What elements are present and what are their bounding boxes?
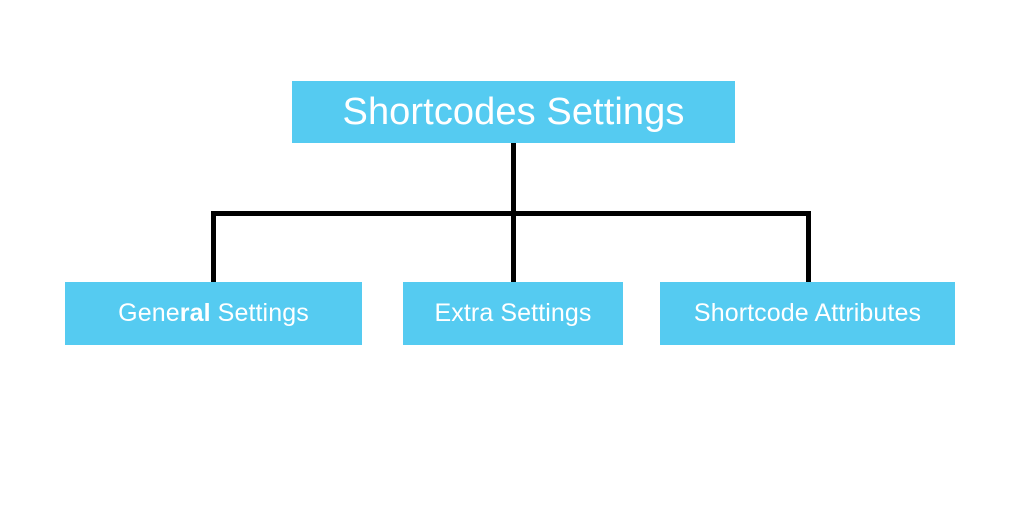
node-shortcodes-settings[interactable]: Shortcodes Settings	[292, 81, 735, 143]
node-extra-settings-label: Extra Settings	[434, 299, 592, 327]
connector-rail-to-general	[211, 211, 216, 283]
connector-horizontal-rail	[211, 211, 811, 216]
node-shortcode-attributes[interactable]: Shortcode Attributes	[660, 282, 955, 345]
node-extra-settings[interactable]: Extra Settings	[403, 282, 623, 345]
node-shortcode-attributes-label: Shortcode Attributes	[693, 299, 922, 327]
node-general-settings-label-emphasis: ral	[179, 299, 211, 327]
node-general-settings-label: General Settings	[118, 301, 309, 326]
node-general-settings-label-prefix: Gene	[118, 299, 180, 327]
node-general-settings[interactable]: General Settings	[65, 282, 362, 345]
node-root-label: Shortcodes Settings	[342, 91, 685, 133]
node-general-settings-label-suffix: Settings	[210, 299, 309, 327]
connector-rail-to-attributes	[806, 211, 811, 283]
